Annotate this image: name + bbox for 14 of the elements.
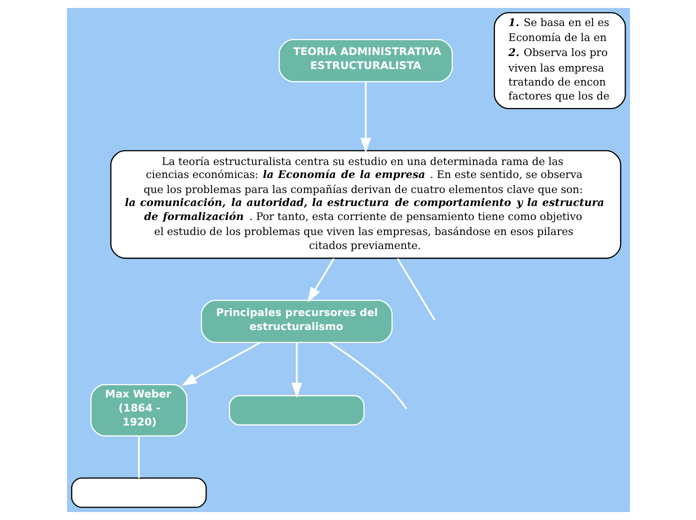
node-box: [70, 477, 206, 508]
arrow: [360, 82, 371, 154]
node-box: [228, 395, 364, 426]
node-box: Max Weber (1864 - 1920): [90, 384, 187, 437]
connector: [138, 436, 140, 478]
arrow: [290, 342, 302, 398]
connector: [396, 258, 435, 321]
node-box: TEORIA ADMINISTRATIVA ESTRUCTURALISTA: [278, 39, 452, 82]
arrow: [180, 342, 260, 386]
node-box: La teoría estructuralista centra su estudio en una determinada rama de las ciencias económicas: la Economía de la empresa. En este sentido, se observa que los problemas para las compañías derivan de cuatro elementos clave que son: la comunicación, la autoridad, la estructura de comportamiento y la estructura de formalización. Por tanto, esta corriente de pensamiento tiene como objetivo el estudio de los problemas que viven las empresas, basándose en esos pilares citados previamente.: [110, 150, 621, 259]
connector: [328, 342, 407, 410]
node-box: Principales precursores del estructuralismo: [200, 300, 392, 344]
node-box: 1. Se basa en el es Economía de la en 2. Observa los pro viven las empresa tratando de encon factores que los de: [493, 12, 626, 110]
arrow: [307, 258, 334, 302]
